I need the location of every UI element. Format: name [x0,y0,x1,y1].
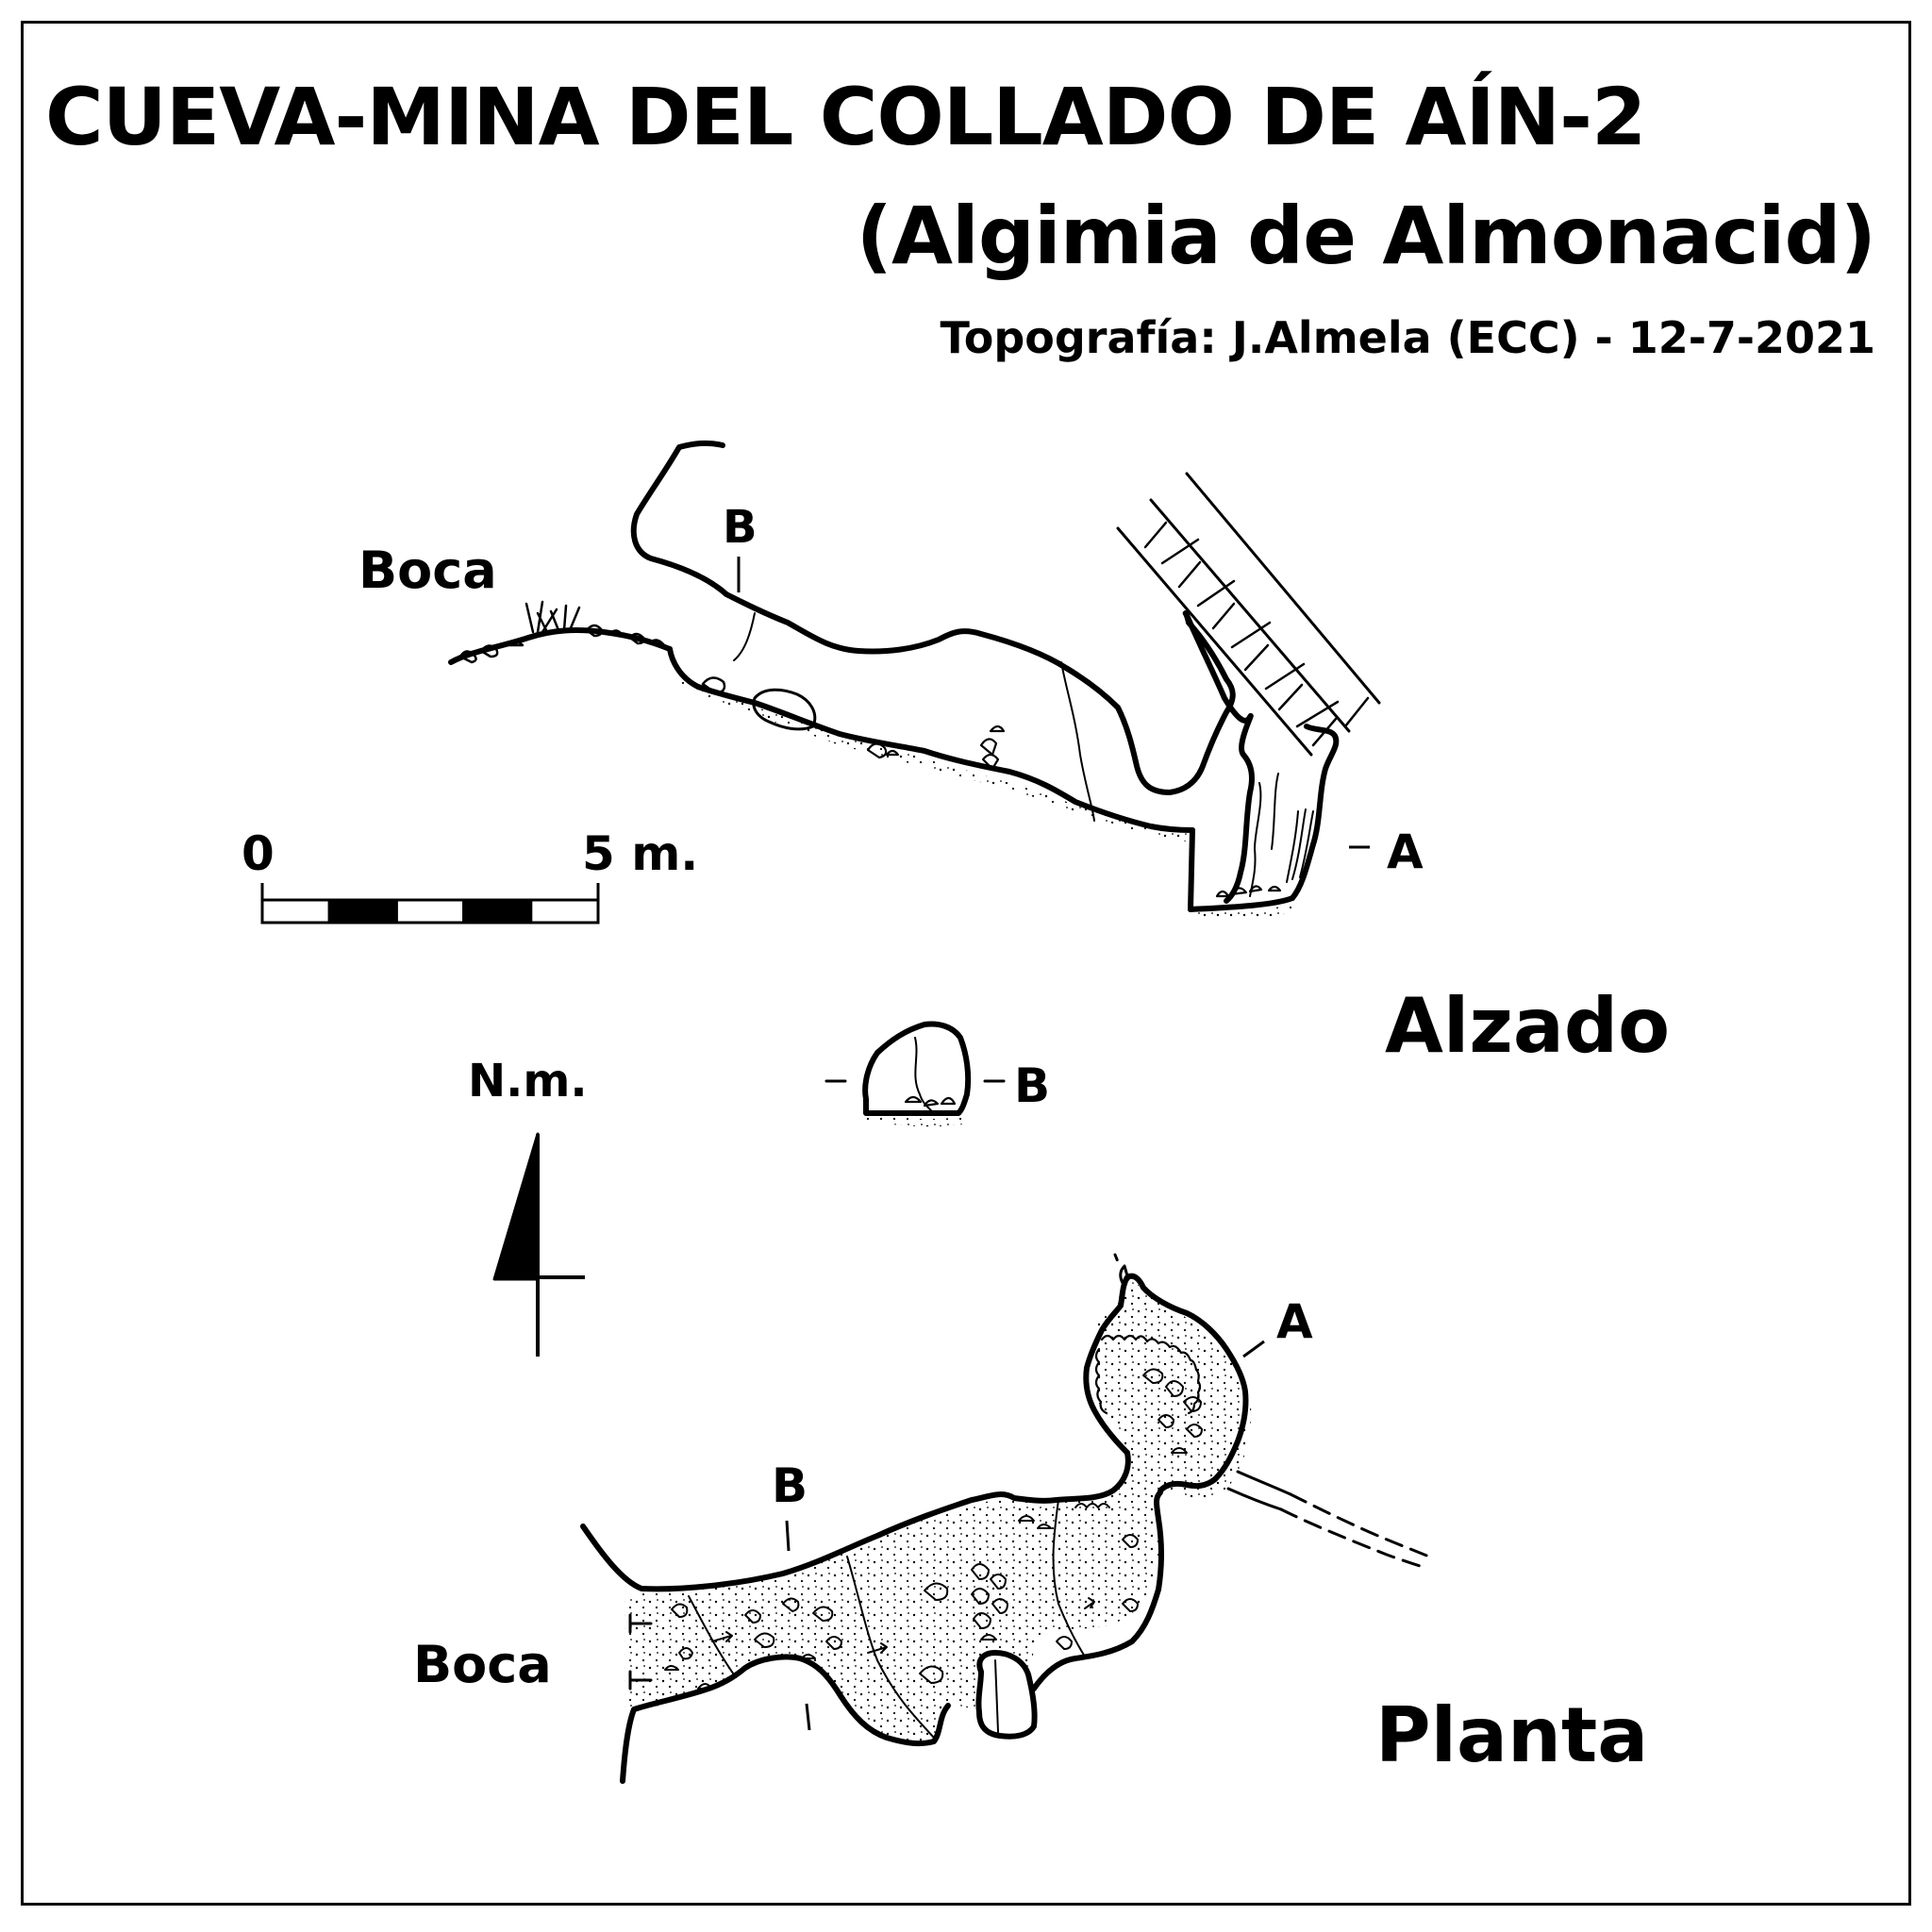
map-subtitle: (Algimia de Almonacid) [856,190,1876,282]
elevation-section-b-label: B [723,501,758,554]
plan-slope-lines [688,1499,1086,1739]
scale-segment [462,898,533,924]
floor-rocks [866,724,1282,898]
survey-credits: Topografía: J.Almela (ECC) - 12-7-2021 [940,312,1875,363]
north-arrow-label: N.m. [468,1055,588,1108]
elevation-profile [448,440,1340,920]
scale-start-label: 0 [242,826,275,881]
north-arrow-head [492,1132,540,1281]
section-a-tick-plan [1242,1340,1265,1358]
scale-segment [394,898,466,924]
map-title: CUEVA-MINA DEL COLLADO DE AÍN-2 [45,71,1646,163]
plan-view-label: Planta [1375,1691,1649,1779]
elevation-view-label: Alzado [1385,982,1671,1070]
surface-rocks [458,624,666,664]
scale-segment [529,898,600,924]
elevation-detail-lines [733,612,1279,897]
scale-segment [260,898,331,924]
shaft-hatching [1286,808,1314,883]
north-arrow [492,1132,585,1357]
cross-section-b-label: B [1014,1058,1051,1113]
elevation-entrance-label: Boca [358,541,497,600]
plan-section-a-label: A [1276,1294,1313,1349]
boulder [752,688,817,731]
plan-view [580,1253,1431,1784]
section-b-tick-plan-top [785,1520,791,1552]
surface-structure [1116,472,1381,757]
plan-rocks [664,1368,1203,1690]
scale-bar [260,883,600,924]
scale-end-label: 5 m. [582,826,699,881]
plan-entrance-label: Boca [413,1635,552,1694]
section-b-tick-plan-bottom [805,1703,811,1731]
grass-tufts [525,600,581,634]
scale-segment [327,898,398,924]
cross-section-b [824,1021,1006,1127]
elevation-section-a-label: A [1387,824,1424,879]
plan-section-b-label: B [772,1458,808,1513]
plan-pillar [975,1650,1038,1740]
map-frame [21,21,1911,1906]
plan-passage-fill [625,1281,1252,1744]
plan-flow-arrows [711,1597,1095,1654]
